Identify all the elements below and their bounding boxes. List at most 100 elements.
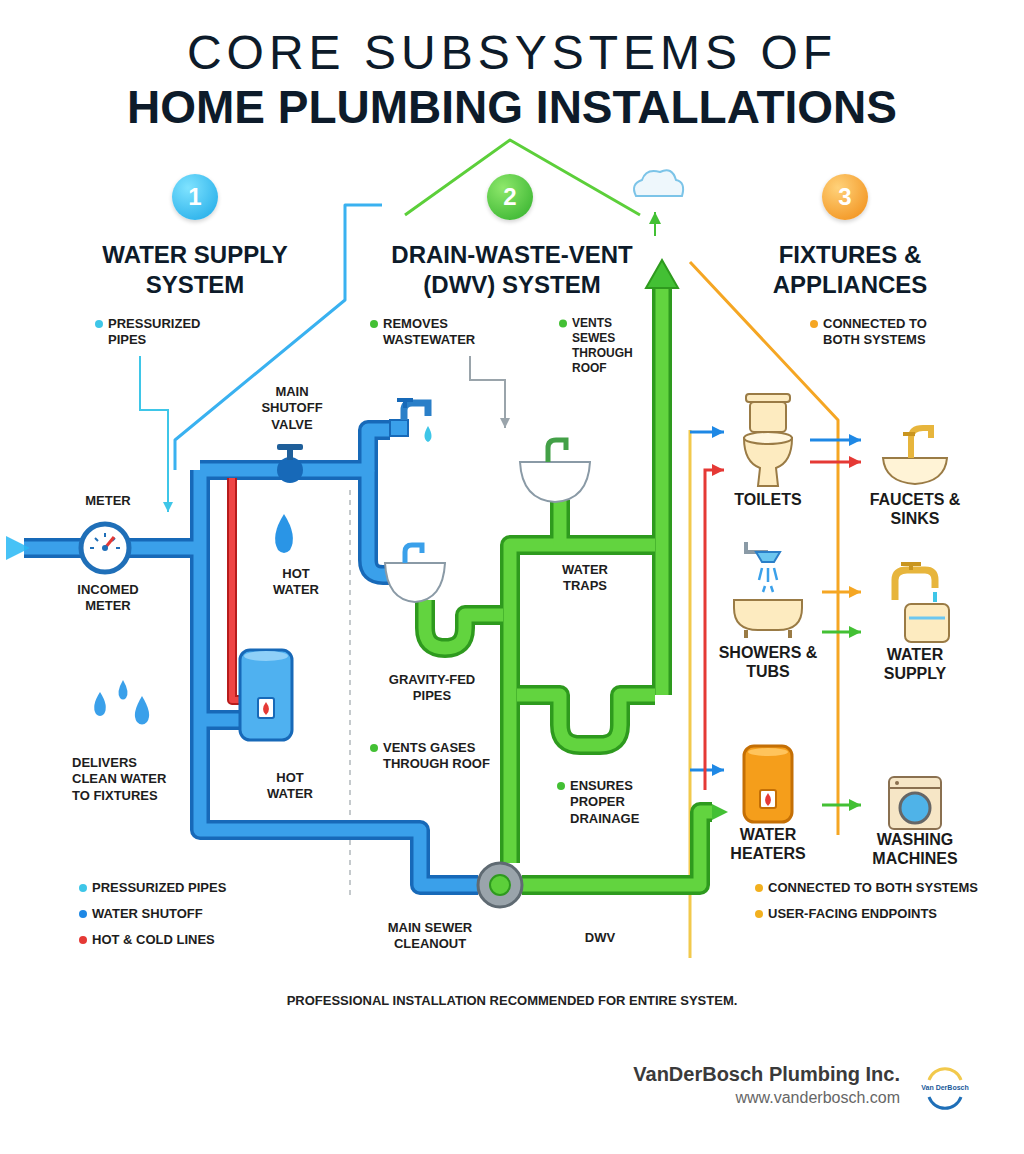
sink-icon	[875, 420, 955, 490]
callout-label: METER	[73, 493, 143, 509]
bullet-dots	[755, 884, 763, 892]
fixture-item: WASHING MACHINES	[863, 775, 967, 868]
fixture-label: WATER HEATERS	[716, 825, 820, 863]
sink-lower	[385, 563, 445, 602]
company-name: VanDerBosch Plumbing Inc.	[500, 1062, 900, 1087]
callout-label: DWV	[575, 930, 625, 946]
fixture-label: TOILETS	[728, 490, 808, 509]
logo-text: Van DerBosch	[917, 1084, 973, 1093]
sink-upper	[520, 440, 590, 502]
fixture-item: FAUCETS & SINKS	[863, 420, 967, 528]
section-heading: WATER SUPPLY SYSTEM	[88, 240, 303, 300]
pipe-network	[425, 600, 503, 648]
callout-label: USER-FACING ENDPOINTS	[768, 906, 1008, 922]
cloud	[634, 170, 683, 196]
caption: PROFESSIONAL INSTALLATION RECOMMENDED FO…	[152, 993, 872, 1009]
water-drops	[135, 696, 149, 725]
number-badge: 1	[172, 174, 218, 220]
callout-label: WATER SHUTOFF	[92, 906, 252, 922]
faucet-upper	[397, 400, 413, 408]
bullet-dots	[755, 910, 763, 918]
heater-icon	[728, 740, 808, 825]
faucet-upper	[404, 403, 428, 420]
pipe-arrows	[6, 260, 728, 820]
water-meter	[81, 524, 129, 572]
leader-arrows	[654, 212, 656, 236]
pipe-network	[200, 714, 240, 727]
step-number: 3	[822, 174, 868, 220]
water-drops	[119, 680, 128, 700]
pipe-arrows	[712, 804, 728, 820]
flow-arrow	[822, 804, 861, 807]
faucet-upper	[390, 420, 408, 436]
shutoff-valve	[277, 457, 303, 483]
fixture-label: WASHING MACHINES	[863, 830, 967, 868]
callout-label: WATER TRAPS	[553, 562, 618, 595]
sink-lower	[385, 545, 445, 602]
website-url: www.vanderbosch.com	[600, 1088, 900, 1108]
pipe-arrows	[6, 536, 30, 560]
fixture-label: FAUCETS & SINKS	[863, 490, 967, 528]
callout-label: INCOMED METER	[63, 582, 153, 615]
pipe-network	[368, 470, 392, 575]
bullet-dots	[79, 884, 87, 892]
number-badge: 2	[487, 174, 533, 220]
pipe-network	[368, 470, 392, 575]
water-meter	[102, 545, 108, 551]
leader-arrows	[705, 470, 724, 790]
bullet-dots	[79, 936, 87, 944]
fixture-label: SHOWERS & TUBS	[716, 643, 820, 681]
bullet-dots	[559, 319, 567, 327]
callout-label: GRAVITY-FED PIPES	[377, 672, 487, 705]
sink-upper	[520, 462, 590, 502]
pipe-network	[517, 695, 655, 745]
sink-lower	[405, 545, 422, 563]
water-heater-tank	[240, 650, 292, 740]
callout-label: ENSURES PROPER DRAINAGE	[570, 778, 650, 827]
shower-icon	[728, 538, 808, 643]
page-title: CORE SUBSYSTEMS OF HOME PLUMBING INSTALL…	[112, 26, 912, 134]
callout-label: PRESSURIZED PIPES	[108, 316, 208, 349]
cloud	[634, 170, 683, 196]
sewer-cleanout	[478, 863, 522, 907]
water-meter	[81, 524, 129, 572]
bullet-dots	[370, 744, 378, 752]
bullet-dots	[79, 910, 87, 918]
bullet-dots	[370, 320, 378, 328]
faucet-upper	[425, 426, 432, 442]
pipe-network	[510, 545, 655, 863]
callout-label: VENTS SEWES THROUGH ROOF	[572, 316, 644, 376]
pipe-network	[517, 695, 655, 745]
water-drops	[275, 514, 293, 553]
fixture-item: WATER HEATERS	[716, 740, 820, 863]
shutoff-valve	[277, 444, 303, 450]
callout-label: REMOVES WASTEWATER	[383, 316, 488, 349]
callout-label: CONNECTED TO BOTH SYSTEMS	[768, 880, 1008, 896]
pipe-network	[554, 500, 567, 545]
water-heater-tank	[240, 650, 292, 740]
sewer-cleanout	[478, 863, 522, 907]
number-badge: 3	[822, 174, 868, 220]
step-number: 1	[172, 174, 218, 220]
callout-label: HOT WATER	[260, 770, 320, 803]
fixture-item: WATER SUPPLY	[863, 560, 967, 683]
bullet-dots	[557, 782, 565, 790]
house-outline	[690, 262, 838, 835]
leader-arrows	[690, 431, 724, 434]
sewer-cleanout	[490, 875, 510, 895]
callout-label: DELIVERS CLEAN WATER TO FIXTURES	[72, 755, 182, 804]
callout-label: PRESSURIZED PIPES	[92, 880, 252, 896]
sink-upper	[548, 440, 566, 462]
flow-arrow	[810, 439, 861, 442]
callout-label: HOT & COLD LINES	[92, 932, 252, 948]
water-heater-tank	[258, 698, 274, 718]
leader-arrows	[140, 356, 168, 512]
pipe-network	[652, 288, 672, 695]
bullet-dots	[95, 320, 103, 328]
section-heading: DRAIN-WASTE-VENT (DWV) SYSTEM	[362, 240, 662, 300]
callout-label: VENTS GASES THROUGH ROOF	[383, 740, 503, 773]
callout-label: MAIN SEWER CLEANOUT	[380, 920, 480, 953]
pipe-network	[550, 500, 570, 545]
step-number: 2	[487, 174, 533, 220]
